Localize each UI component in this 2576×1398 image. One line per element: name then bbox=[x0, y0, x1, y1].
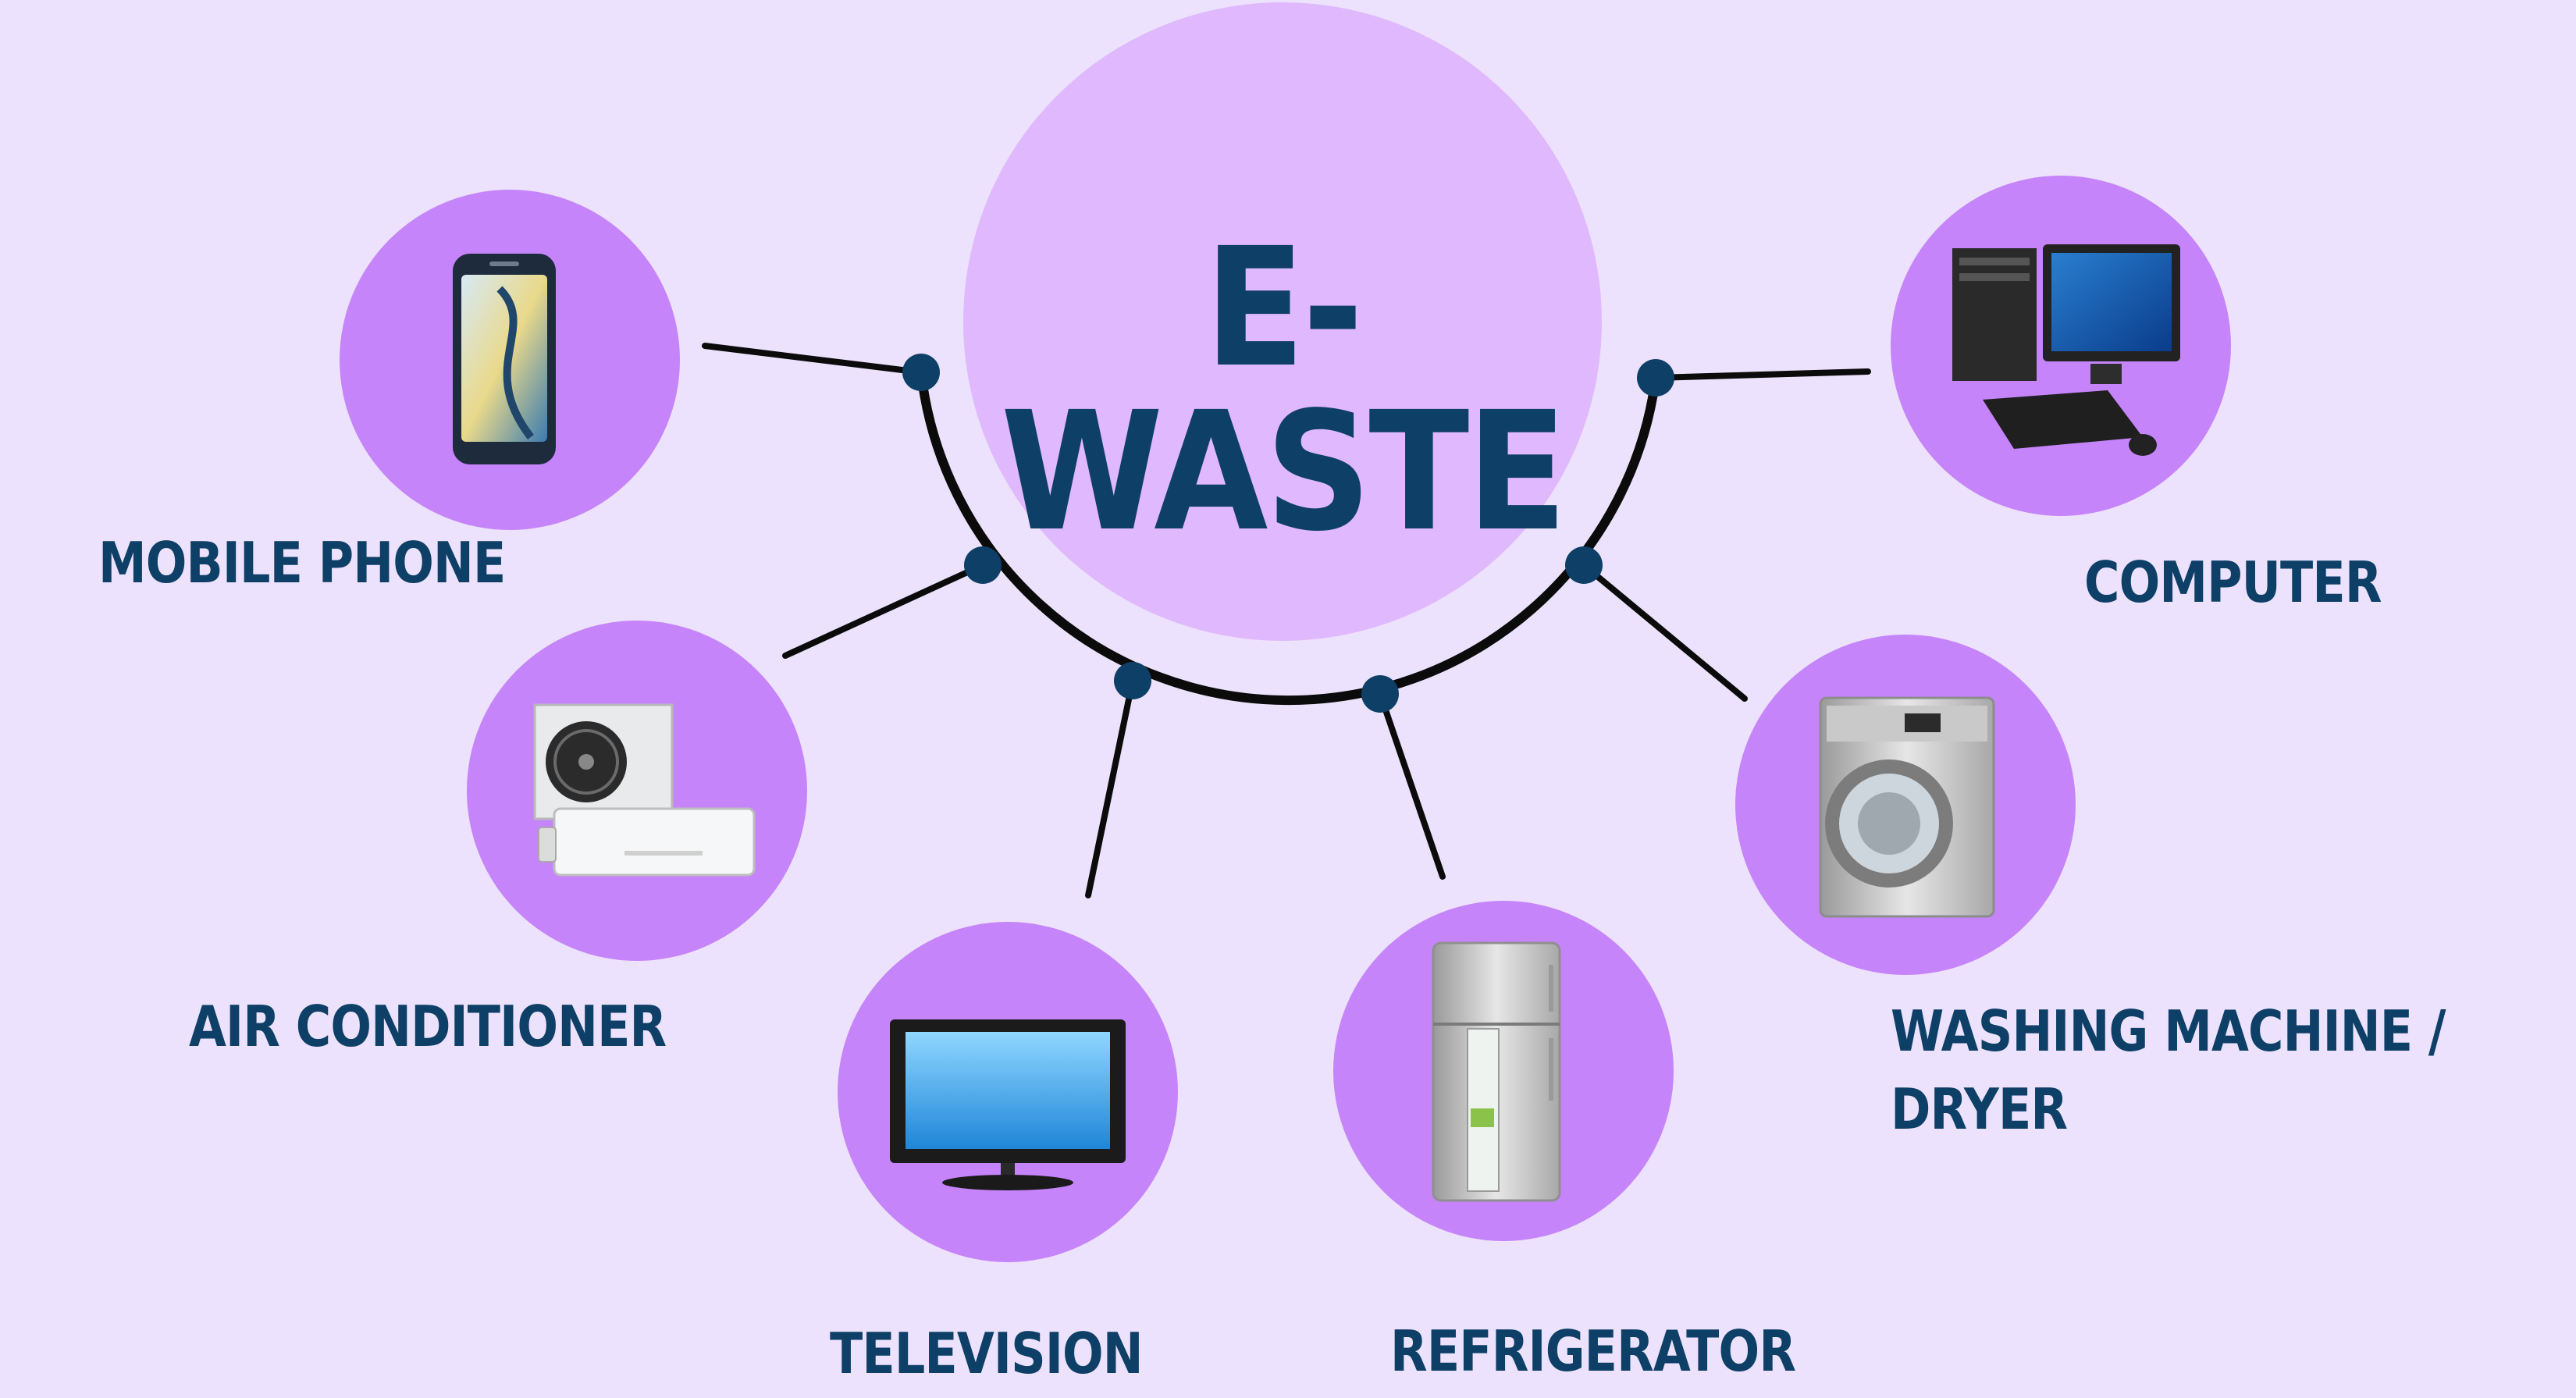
connector-lines bbox=[702, 343, 1871, 898]
node-mobile-phone bbox=[902, 354, 940, 391]
refrigerator-icon bbox=[1432, 941, 1561, 1202]
hub-arc bbox=[916, 372, 1660, 706]
connector-mobile-phone bbox=[702, 343, 924, 375]
label-washing-machine: WASHING MACHINE / bbox=[1891, 998, 2446, 1064]
label-air-conditioner: AIR CONDITIONER bbox=[189, 994, 667, 1059]
connector-refrigerator bbox=[1377, 691, 1446, 880]
node-refrigerator bbox=[1361, 675, 1399, 713]
label-computer: COMPUTER bbox=[2084, 550, 2382, 615]
label-refrigerator: REFRIGERATOR bbox=[1390, 1318, 1796, 1384]
air-conditioner-icon bbox=[533, 703, 756, 877]
label-washing-machine-line2: DRYER bbox=[1891, 1076, 2068, 1142]
node-washing-machine bbox=[1565, 546, 1603, 584]
washing-machine-icon bbox=[1819, 696, 1995, 918]
label-television: TELEVISION bbox=[830, 1321, 1144, 1386]
node-computer bbox=[1637, 359, 1674, 397]
connector-computer bbox=[1653, 368, 1871, 381]
connector-television bbox=[1085, 678, 1136, 898]
television-icon bbox=[890, 1019, 1126, 1190]
connector-air-conditioner bbox=[782, 562, 986, 659]
mobile-phone-icon bbox=[453, 254, 556, 464]
node-television bbox=[1114, 662, 1151, 699]
node-air-conditioner bbox=[964, 546, 1002, 584]
computer-icon bbox=[1952, 244, 2180, 456]
arc-nodes bbox=[902, 354, 1674, 713]
label-mobile-phone: MOBILE PHONE bbox=[98, 530, 506, 596]
connector-washing-machine bbox=[1581, 562, 1748, 702]
center-circle bbox=[963, 2, 1602, 641]
diagram-title: E-WASTE bbox=[1000, 212, 1567, 567]
